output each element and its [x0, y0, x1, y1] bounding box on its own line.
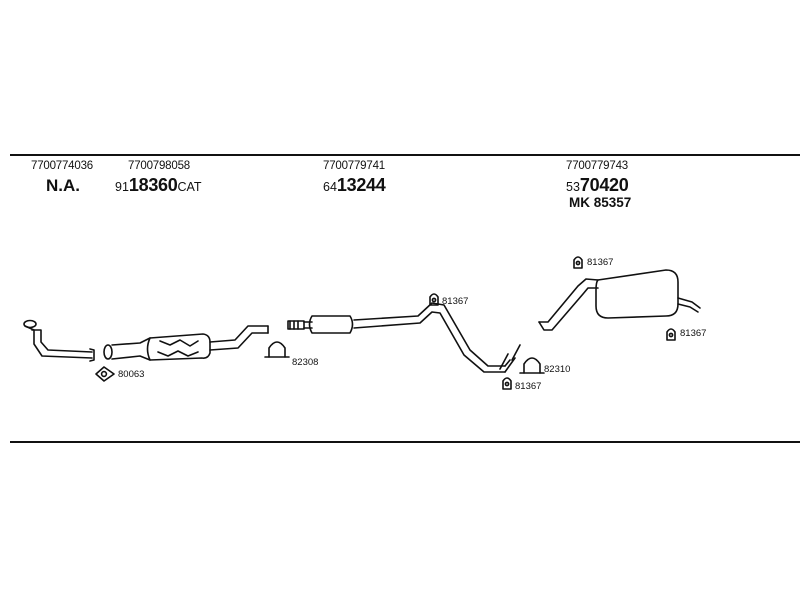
part-prefix: 53 [566, 180, 580, 194]
part-number-col3: 6413244 [323, 175, 386, 196]
part-prefix: 64 [323, 180, 337, 194]
mount-center-icon [429, 293, 439, 306]
clamp-rear-icon [519, 357, 545, 374]
label-clamp-front: 82308 [292, 357, 319, 368]
part-main: 18360 [128, 175, 178, 195]
front-pipe [23, 319, 95, 362]
status-na: N.A. [46, 176, 80, 195]
label-mount-lower: 81367 [515, 381, 542, 392]
mk-label: MK 85357 [569, 195, 632, 210]
clamp-front-icon [264, 341, 290, 358]
bottom-divider [10, 441, 800, 443]
part-main: 13244 [336, 175, 386, 195]
part-number-col2: 9118360CAT [115, 175, 202, 196]
oe-number-col2: 7700798058 [128, 160, 190, 172]
label-gasket-front: 80063 [118, 369, 145, 380]
oe-number-col4: 7700779743 [566, 160, 628, 172]
gasket-front-icon [95, 366, 115, 382]
catalytic-converter [103, 325, 269, 361]
part-suffix: CAT [177, 180, 202, 194]
part-main: 70420 [579, 175, 629, 195]
center-pipe [287, 302, 521, 373]
label-mount-center: 81367 [442, 296, 469, 307]
label-mount-rear: 81367 [680, 328, 707, 339]
mount-lower-icon [502, 377, 512, 390]
part-number-col4: 5370420 [566, 175, 629, 196]
rear-silencer [538, 269, 701, 331]
part-prefix: 91 [115, 180, 129, 194]
oe-number-col1: 7700774036 [31, 160, 93, 172]
top-divider [10, 154, 800, 156]
oe-number-col3: 7700779741 [323, 160, 385, 172]
label-clamp-rear: 82310 [544, 364, 571, 375]
mount-rear-icon [666, 328, 676, 341]
mount-top-icon [573, 256, 583, 269]
label-mount-top: 81367 [587, 257, 614, 268]
